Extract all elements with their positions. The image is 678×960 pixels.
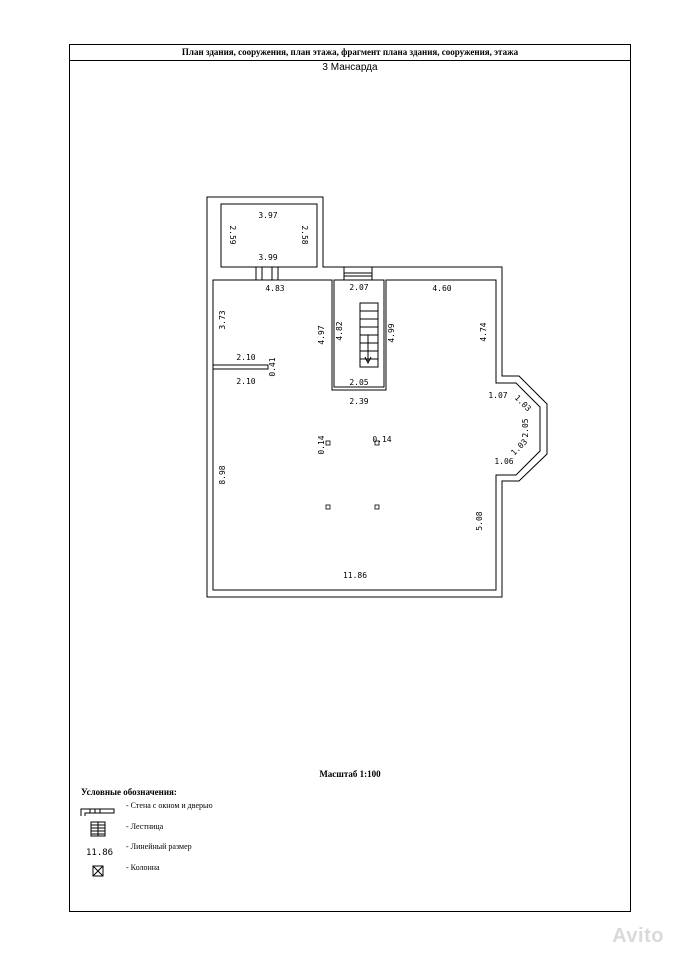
plan-title: План здания, сооружения, план этажа, фра…: [70, 45, 630, 61]
legend-stairs-label: - Лестница: [126, 822, 164, 831]
legend-title: Условные обозначения:: [81, 787, 177, 797]
legend-dim-label: - Линейный размер: [126, 842, 192, 851]
dim-label: 2.10: [236, 353, 255, 362]
legend-wall-label: - Стена с окном и дверью: [126, 801, 213, 810]
window-marks: [255, 266, 373, 281]
columns: [325, 440, 380, 510]
dim-label: 0.14: [317, 435, 326, 454]
dim-label: 2.05: [349, 378, 368, 387]
avito-watermark: Avito: [612, 925, 664, 947]
dim-label: 4.82: [335, 321, 344, 340]
left-partition: [213, 364, 269, 370]
dim-label: 4.74: [479, 322, 488, 341]
dim-label: 2.59: [228, 225, 237, 244]
legend-dim-sample: 11.86: [86, 848, 114, 858]
legend-wall-icon: [80, 808, 115, 816]
dim-label: 0.14: [372, 435, 391, 444]
dim-label: 8.98: [218, 465, 227, 484]
plan-sheet: План здания, сооружения, план этажа, фра…: [69, 44, 631, 912]
dim-label: 2.07: [349, 283, 368, 292]
dim-label: 4.99: [387, 323, 396, 342]
floor-plan-drawing: 3.97 2.59 2.58 3.99 4.83 3.73 4.97 2.10 …: [80, 196, 548, 877]
dim-label: 3.97: [258, 211, 277, 220]
dim-label: 4.97: [317, 325, 326, 344]
scale-label: Масштаб 1:100: [319, 769, 381, 779]
dim-label: 3.99: [258, 253, 277, 262]
dim-label: 4.83: [265, 284, 284, 293]
legend-symbols: [80, 808, 115, 877]
dim-label: 2.39: [349, 397, 368, 406]
legend-column-icon: [92, 865, 104, 877]
dim-label: 11.86: [343, 571, 367, 580]
dim-label: 3.73: [218, 310, 227, 329]
dim-label: 0.41: [268, 357, 277, 376]
dim-label: 2.05: [521, 418, 530, 437]
floor-name: 3 Мансарда: [322, 62, 378, 73]
dim-label: 1.06: [494, 457, 513, 466]
dim-label: 5.08: [475, 511, 484, 530]
dim-label: 4.60: [432, 284, 451, 293]
outer-wall-outline: [206, 196, 548, 598]
dim-label: 1.03: [509, 437, 529, 457]
dim-label: 2.58: [300, 225, 309, 244]
dimension-labels: 3.97 2.59 2.58 3.99 4.83 3.73 4.97 2.10 …: [218, 211, 533, 580]
legend-stairs-icon: [90, 821, 106, 837]
dim-label: 1.07: [488, 391, 507, 400]
dim-label: 2.10: [236, 377, 255, 386]
stairs-symbol: [359, 302, 379, 368]
inner-wall-outline: [212, 279, 541, 591]
legend-column-label: - Колонна: [126, 863, 160, 872]
